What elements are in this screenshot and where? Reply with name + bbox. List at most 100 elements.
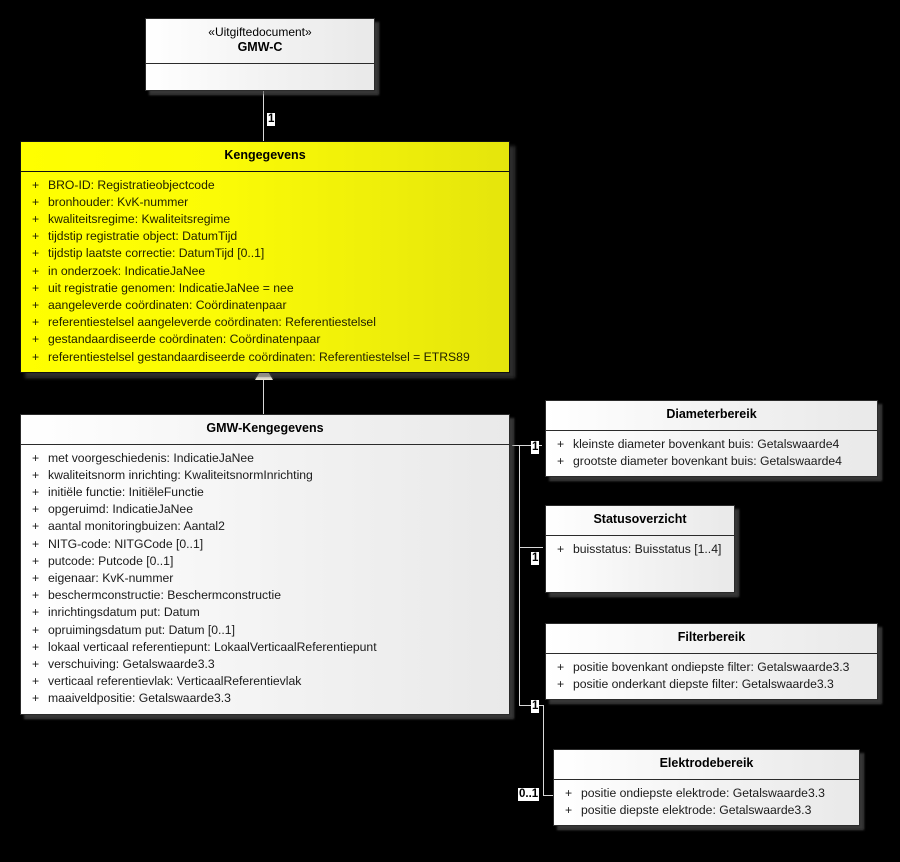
connector-stub-gmwk-diameter: [512, 445, 542, 446]
visibility-marker: +: [32, 519, 40, 534]
class-name-filterbereik: Filterbereik: [677, 630, 746, 644]
class-attributes-diameterbereik: + kleinste diameter bovenkant buis: Getal…: [546, 431, 877, 476]
attribute-text: kleinste diameter bovenkant buis: Getals…: [573, 436, 840, 451]
visibility-marker: +: [32, 246, 40, 261]
attribute-text: opgeruimd: IndicatieJaNee: [48, 502, 193, 517]
visibility-marker: +: [557, 676, 565, 691]
class-header-gmw-kengegevens: GMW-Kengegevens: [21, 415, 509, 445]
visibility-marker: +: [565, 785, 573, 800]
class-box-diameterbereik[interactable]: Diameterbereik + kleinste diameter bovenk…: [545, 400, 878, 478]
class-attribute: + inrichtingsdatum put: Datum: [25, 604, 505, 621]
class-attribute: +positie diepste elektrode: Getalswaarde…: [558, 802, 855, 819]
visibility-marker: +: [557, 659, 565, 674]
multiplicity-statusoverzicht: 1: [531, 552, 540, 565]
visibility-marker: +: [32, 571, 40, 586]
class-box-filterbereik[interactable]: Filterbereik +positie bovenkant ondiepst…: [545, 623, 878, 701]
visibility-marker: +: [32, 332, 40, 347]
multiplicity-elektrodebereik: 0..1: [518, 788, 540, 801]
class-attributes-elektrodebereik: +positie ondiepste elektrode: Getalswaar…: [554, 780, 859, 825]
attribute-text: tijdstip registratie object: DatumTijd: [48, 229, 238, 244]
attribute-text: BRO-ID: Registratieobjectcode: [48, 177, 215, 192]
class-header-elektrodebereik: Elektrodebereik: [554, 750, 859, 780]
connector-gmwc-kengegevens: [263, 78, 264, 142]
class-attribute: +met voorgeschiedenis: IndicatieJaNee: [25, 450, 505, 467]
class-attribute: +positie ondiepste elektrode: Getalswaar…: [558, 785, 855, 802]
visibility-marker: +: [32, 298, 40, 313]
class-name-statusoverzicht: Statusoverzicht: [593, 512, 687, 526]
class-attribute: +aantal monitoringbuizen: Aantal2: [25, 518, 505, 535]
connector-stub-status: [519, 547, 543, 548]
class-attribute: +opruimingsdatum put: Datum [0..1]: [25, 622, 505, 639]
visibility-marker: +: [557, 541, 565, 556]
class-attribute: + kwaliteitsnorm inrichting: Kwaliteitsno…: [25, 467, 505, 484]
visibility-marker: +: [32, 450, 40, 465]
class-attribute: + kleinste diameter bovenkant buis: Getal…: [550, 436, 873, 453]
visibility-marker: +: [32, 588, 40, 603]
class-box-gmw-c[interactable]: «Uitgiftedocument» GMW-C: [145, 18, 375, 91]
visibility-marker: +: [565, 802, 573, 817]
class-attribute: +bronhouder: KvK-nummer: [25, 194, 505, 211]
visibility-marker: +: [32, 502, 40, 517]
attribute-text: inrichtingsdatum put: Datum: [48, 605, 200, 620]
visibility-marker: +: [32, 674, 40, 689]
class-attributes-gmw-c: [146, 64, 374, 90]
attribute-text: kwaliteitsregime: Kwaliteitsregime: [48, 212, 231, 227]
class-name-diameterbereik: Diameterbereik: [666, 407, 757, 421]
visibility-marker: +: [32, 194, 40, 209]
multiplicity-filterbereik: 1: [531, 700, 540, 713]
class-attributes-filterbereik: +positie bovenkant ondiepste filter: Get…: [546, 654, 877, 699]
class-box-kengegevens[interactable]: Kengegevens + BRO-ID: Registratieobjectco…: [20, 141, 510, 373]
connector-generalization-line: [263, 372, 264, 414]
attribute-text: opruimingsdatum put: Datum [0..1]: [48, 622, 235, 637]
attribute-text: eigenaar: KvK-nummer: [48, 571, 174, 586]
class-box-statusoverzicht[interactable]: Statusoverzicht + buisstatus: Buisstatus …: [545, 505, 735, 593]
visibility-marker: +: [32, 229, 40, 244]
class-attribute: + tijdstip registratie object: DatumTijd: [25, 228, 505, 245]
attribute-text: gestandaardiseerde coördinaten: Coördina…: [48, 332, 321, 347]
class-attribute: +verschuiving: Getalswaarde3.3: [25, 656, 505, 673]
attribute-text: kwaliteitsnorm inrichting: Kwaliteitsnor…: [48, 467, 313, 482]
connector-trunk-right: [519, 445, 520, 705]
class-attribute: +in onderzoek: IndicatieJaNee: [25, 263, 505, 280]
connector-stub-elektrode-end: [543, 795, 555, 796]
class-box-elektrodebereik[interactable]: Elektrodebereik +positie ondiepste elekt…: [553, 749, 860, 827]
class-stereotype-gmw-c: «Uitgiftedocument»: [208, 25, 312, 39]
multiplicity-diameterbereik: 1: [531, 441, 540, 454]
visibility-marker: +: [32, 657, 40, 672]
attribute-text: buisstatus: Buisstatus [1..4]: [573, 541, 722, 556]
visibility-marker: +: [32, 605, 40, 620]
class-attribute: +grootste diameter bovenkant buis: Getal…: [550, 453, 873, 470]
class-attribute: + uit registratie genomen: IndicatieJaNee…: [25, 280, 505, 297]
visibility-marker: +: [32, 536, 40, 551]
class-header-kengegevens: Kengegevens: [21, 142, 509, 172]
class-attribute: +positie bovenkant ondiepste filter: Get…: [550, 659, 873, 676]
visibility-marker: +: [32, 315, 40, 330]
class-name-elektrodebereik: Elektrodebereik: [659, 756, 754, 770]
attribute-text: verticaal referentievlak: VerticaalRefer…: [48, 674, 302, 689]
visibility-marker: +: [32, 349, 40, 364]
class-attribute: +lokaal verticaal referentiepunt: Lokaal…: [25, 639, 505, 656]
class-attribute: + gestandaardiseerde coördinaten: Coördin…: [25, 331, 505, 348]
class-header-statusoverzicht: Statusoverzicht: [546, 506, 734, 536]
multiplicity-gmwc-kengegevens: 1: [267, 113, 276, 126]
attribute-text: uit registratie genomen: IndicatieJaNee …: [48, 280, 294, 295]
class-attribute: +tijdstip laatste correctie: DatumTijd […: [25, 245, 505, 262]
class-attributes-kengegevens: + BRO-ID: Registratieobjectcode +bronhoud…: [21, 172, 509, 372]
class-attribute: + verticaal referentievlak: VerticaalRefe…: [25, 673, 505, 690]
visibility-marker: +: [32, 691, 40, 706]
attribute-text: beschermconstructie: Beschermconstructie: [48, 588, 282, 603]
attribute-text: aangeleverde coördinaten: Coördinatenpaa…: [48, 298, 287, 313]
connector-trunk-elektrode: [543, 705, 544, 795]
attribute-text: initiële functie: InitiëleFunctie: [48, 485, 204, 500]
visibility-marker: +: [32, 280, 40, 295]
class-header-diameterbereik: Diameterbereik: [546, 401, 877, 431]
visibility-marker: +: [557, 436, 565, 451]
attribute-text: referentiestelsel gestandaardiseerde coö…: [48, 349, 470, 364]
visibility-marker: +: [32, 212, 40, 227]
class-attributes-gmw-kengegevens: +met voorgeschiedenis: IndicatieJaNee + k…: [21, 445, 509, 714]
class-box-gmw-kengegevens[interactable]: GMW-Kengegevens +met voorgeschiedenis: I…: [20, 414, 510, 715]
class-attribute: + eigenaar: KvK-nummer: [25, 570, 505, 587]
class-name-gmw-c: GMW-C: [237, 40, 283, 54]
visibility-marker: +: [32, 467, 40, 482]
class-header-filterbereik: Filterbereik: [546, 624, 877, 654]
